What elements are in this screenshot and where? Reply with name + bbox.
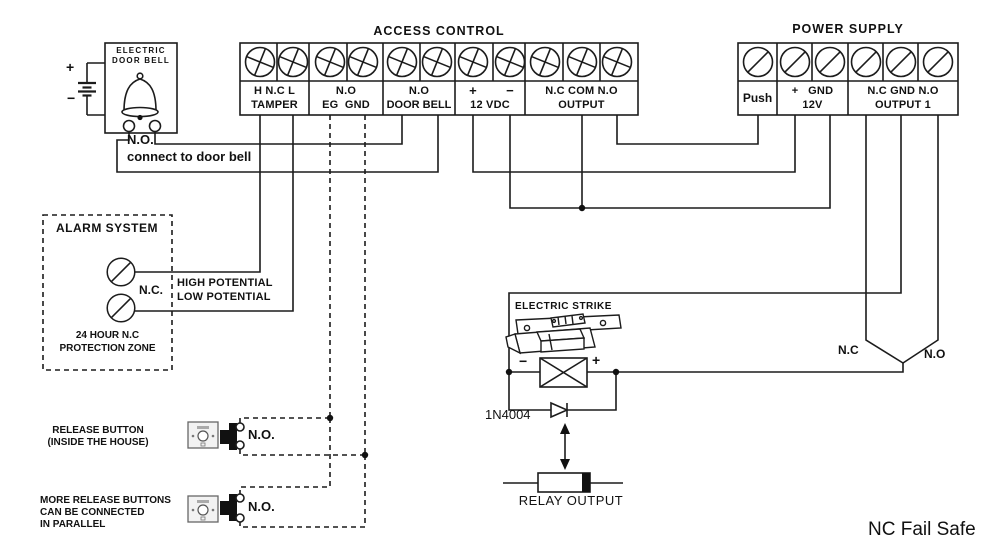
bell-wire-label: N.O. <box>127 132 154 147</box>
release-button-2 <box>187 493 245 523</box>
wire-12v <box>472 115 831 209</box>
terminal-label: DOOR BELL <box>386 99 452 111</box>
terminal-label: Push <box>742 91 773 105</box>
wire-strike-feed <box>508 115 939 373</box>
release-contact-label: N.O. <box>248 427 275 442</box>
strike-title: ELECTRIC STRIKE <box>515 301 612 312</box>
wire-doorbell-no <box>116 115 439 173</box>
strike-minus-label: − <box>519 353 528 369</box>
low-potential-label: LOW POTENTIAL <box>177 291 271 303</box>
slotted-screw-icon <box>106 257 136 323</box>
wire-tamper-alarm <box>135 115 294 312</box>
door-bell-title: DOOR BELL <box>112 56 170 65</box>
high-potential-label: HIGH POTENTIAL <box>177 277 273 289</box>
diagram-caption: NC Fail Safe <box>868 519 976 540</box>
electric-strike-icon <box>505 313 622 355</box>
alarm-zone-label: PROTECTION ZONE <box>59 343 156 354</box>
power-supply-terminal-block <box>737 42 959 116</box>
battery-plus-label: + <box>66 59 75 75</box>
release-button-label: RELEASE BUTTON <box>52 425 144 436</box>
release-button-label: IN PARALLEL <box>40 519 106 530</box>
double-arrow-icon <box>560 423 570 470</box>
terminal-label: N.O <box>408 85 430 97</box>
door-bell-icon <box>121 72 159 121</box>
release-button-plate-icon <box>187 495 219 523</box>
terminal-label: + GND <box>791 85 834 97</box>
push-button-icon <box>220 494 237 521</box>
alarm-system-box <box>42 214 173 371</box>
terminal-label: OUTPUT <box>558 99 605 111</box>
release-button-label: MORE RELEASE BUTTONS <box>40 495 171 506</box>
terminal-label: TAMPER <box>251 99 298 111</box>
relay-output-label: RELAY OUTPUT <box>518 493 624 508</box>
diode-symbol <box>508 372 617 419</box>
release-button-1 <box>187 421 245 450</box>
terminal-label: N.C COM N.O <box>545 85 618 97</box>
door-bell-box <box>78 42 178 134</box>
failsafe-nc-label: N.C <box>838 343 859 357</box>
power-supply-title: POWER SUPPLY <box>792 22 904 36</box>
release-button-label: (INSIDE THE HOUSE) <box>47 437 149 448</box>
push-button-icon <box>220 423 237 450</box>
terminal-label: N.O <box>335 85 357 97</box>
release-button-plate-icon <box>187 421 219 449</box>
door-bell-title: ELECTRIC <box>116 46 166 55</box>
terminal-label: N.C GND N.O <box>867 85 939 97</box>
alarm-title: ALARM SYSTEM <box>56 221 158 235</box>
bell-terminal <box>148 119 162 133</box>
bell-terminal <box>122 119 136 133</box>
access-control-terminal-block <box>239 42 639 116</box>
terminal-label: 12 VDC <box>470 99 510 111</box>
diode-part-label: 1N4004 <box>485 407 531 422</box>
terminal-label: 12V <box>802 99 823 111</box>
strike-coil-symbol <box>509 357 616 388</box>
release-contact-label: N.O. <box>248 499 275 514</box>
terminal-label: OUTPUT 1 <box>875 99 931 111</box>
failsafe-no-label: N.O <box>924 347 946 361</box>
wire-release-buttons <box>239 115 366 528</box>
junction-dots <box>326 204 620 459</box>
access-control-title: ACCESS CONTROL <box>373 24 505 38</box>
phillips-screw-icon <box>240 42 637 82</box>
terminal-label: H N.C L <box>253 85 296 97</box>
terminal-label: + <box>469 83 477 98</box>
strike-plus-label: + <box>592 352 601 368</box>
alarm-nc-label: N.C. <box>139 283 163 297</box>
battery-minus-label: − <box>67 90 76 106</box>
release-button-label: CAN BE CONNECTED <box>40 507 145 518</box>
battery-icon <box>78 62 105 116</box>
alarm-zone-label: 24 HOUR N.C <box>75 330 140 341</box>
bell-wire-note: connect to door bell <box>127 149 252 164</box>
terminal-label: EG GND <box>322 99 370 111</box>
terminal-label: − <box>506 83 514 98</box>
diode-package-icon <box>503 472 623 493</box>
